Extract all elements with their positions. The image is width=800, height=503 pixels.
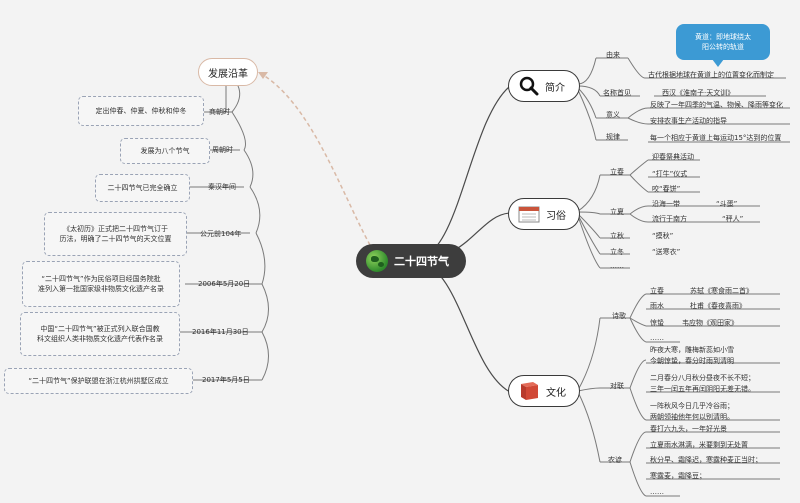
- proverb-item: 秋分早、霜降迟，寒露种麦正当时；: [650, 456, 762, 464]
- globe-icon: [366, 250, 388, 272]
- customs-lines: [577, 159, 760, 269]
- customs-item: 沿海一带: [652, 200, 680, 208]
- history-text: 中国“二十四节气”被正式列入联合国教 科文组织人类非物质文化遗产代表作名录: [37, 324, 163, 343]
- customs-key: ……: [610, 262, 624, 270]
- proverb-item: 立夏雨水淋漓，米要剩到无处置: [650, 441, 748, 449]
- customs-key: 立冬: [610, 248, 624, 256]
- history-text: “二十四节气”保护联盟在浙江杭州拱墅区成立: [28, 376, 169, 385]
- history-era: 2006年5月20日: [198, 280, 251, 288]
- history-lines: [178, 70, 269, 381]
- customs-item: “送寒衣”: [652, 248, 681, 256]
- center-node[interactable]: 二十四节气: [356, 244, 466, 278]
- history-text: 《太初历》正式把二十四节气订于 历法，明确了二十四节气的天文位置: [59, 224, 172, 243]
- history-box-7: “二十四节气”保护联盟在浙江杭州拱墅区成立: [4, 368, 193, 394]
- customs-item: 迎春祭典活动: [652, 153, 694, 161]
- history-era: 商朝时: [209, 108, 230, 116]
- customs-item: “秤人”: [722, 215, 744, 223]
- intro-node[interactable]: 简介: [508, 70, 580, 102]
- intro-key: 规律: [606, 133, 620, 141]
- connector-intro: [419, 85, 511, 259]
- poem-desc: 杜甫《春夜喜雨》: [690, 302, 746, 310]
- connector-history: [257, 71, 371, 246]
- history-era: 周朝时: [212, 146, 233, 154]
- couplet-item: 一阵秋风今日几乎冷谷雨； 两朝领袖他年何以别清明。: [650, 402, 734, 422]
- culture-title: 文化: [546, 387, 566, 399]
- proverb-item: 春打六九头，一年好光景: [650, 425, 727, 433]
- poem-name: 立春: [650, 287, 664, 295]
- intro-callout: 黄道：即地球绕太 阳公转的轨道: [676, 24, 770, 60]
- customs-item: 咬“春饼”: [652, 185, 681, 193]
- poem-desc: 苏轼《寒食雨二首》: [690, 287, 753, 295]
- poems-key: 诗歌: [612, 312, 626, 320]
- history-era: 2016年11月30日: [192, 328, 249, 336]
- proverb-item: ……: [650, 488, 664, 496]
- intro-lines: [577, 57, 790, 143]
- history-text: 发展为八个节气: [140, 146, 190, 155]
- calendar-icon: [518, 206, 540, 223]
- customs-key: 立夏: [610, 208, 624, 216]
- customs-item: “打牛”仪式: [652, 170, 688, 178]
- couplets-key: 对联: [610, 382, 624, 390]
- poem-name: 惊蛰: [650, 319, 664, 327]
- intro-value: 安排农事生产活动的指导: [650, 117, 727, 125]
- history-box-6: 中国“二十四节气”被正式列入联合国教 科文组织人类非物质文化遗产代表作名录: [20, 312, 180, 356]
- intro-key: 名称首见: [603, 89, 631, 97]
- customs-node[interactable]: 习俗: [508, 198, 580, 230]
- customs-item: “斗蛋”: [716, 200, 738, 208]
- poem-name: ……: [650, 334, 664, 342]
- intro-value: 西汉《淮南子·天文训》: [662, 89, 735, 97]
- history-title: 发展沿革: [208, 68, 248, 80]
- history-era: 2017年5月5日: [202, 376, 250, 384]
- couplet-item: 二月春分八月秋分昼夜不长不短； 三年一闰五年再闰阴阳无差无错。: [650, 374, 755, 394]
- intro-value: 古代根据地球在黄道上的位置变化而制定: [648, 71, 774, 79]
- history-box-1: 定出仲春、仲夏、仲秋和仲冬: [78, 96, 204, 126]
- center-title: 二十四节气: [394, 255, 449, 268]
- customs-item: “摸秋”: [652, 232, 674, 240]
- history-text: “二十四节气”作为民俗项目经国务院批 准列入第一批国家级非物质文化遗产名录: [38, 274, 164, 293]
- history-text: 二十四节气已完全确立: [107, 183, 178, 192]
- history-era: 秦汉年间: [208, 183, 236, 191]
- history-box-5: “二十四节气”作为民俗项目经国务院批 准列入第一批国家级非物质文化遗产名录: [22, 261, 180, 307]
- callout-pointer: [712, 59, 724, 67]
- intro-key: 意义: [606, 111, 620, 119]
- history-title-node[interactable]: 发展沿革: [198, 58, 258, 86]
- customs-key: 立春: [610, 168, 624, 176]
- customs-item: 流行于南方: [652, 215, 687, 223]
- arrow-head: [258, 72, 268, 79]
- customs-key: 立秋: [610, 232, 624, 240]
- magnifier-icon: [519, 76, 539, 96]
- connector-culture: [419, 261, 511, 393]
- callout-text: 黄道：即地球绕太 阳公转的轨道: [695, 32, 751, 52]
- poem-desc: 韦应物《观田家》: [682, 319, 738, 327]
- book-icon: [521, 382, 538, 400]
- history-box-3: 二十四节气已完全确立: [95, 174, 190, 202]
- poem-name: 雨水: [650, 302, 664, 310]
- culture-lines: [577, 293, 780, 497]
- intro-value: 每一个相应于黄道上每运动15°达到的位置: [650, 134, 782, 142]
- intro-key: 由来: [606, 51, 620, 59]
- couplet-item: 昨夜大寒，雕梅新蕊如小雪 今朝惊蛰，春分时雨到清明: [650, 346, 734, 366]
- intro-title: 简介: [545, 82, 565, 94]
- customs-title: 习俗: [546, 210, 566, 222]
- proverb-item: 寒露麦，霜降豆；: [650, 472, 706, 480]
- proverbs-key: 农谚: [608, 456, 622, 464]
- history-text: 定出仲春、仲夏、仲秋和仲冬: [95, 106, 187, 115]
- intro-value: 反映了一年四季的气温、物候、降雨等变化: [650, 101, 783, 109]
- history-era: 公元前104年: [200, 230, 242, 238]
- history-box-2: 发展为八个节气: [120, 138, 210, 164]
- history-box-4: 《太初历》正式把二十四节气订于 历法，明确了二十四节气的天文位置: [44, 212, 187, 256]
- culture-node[interactable]: 文化: [508, 375, 580, 407]
